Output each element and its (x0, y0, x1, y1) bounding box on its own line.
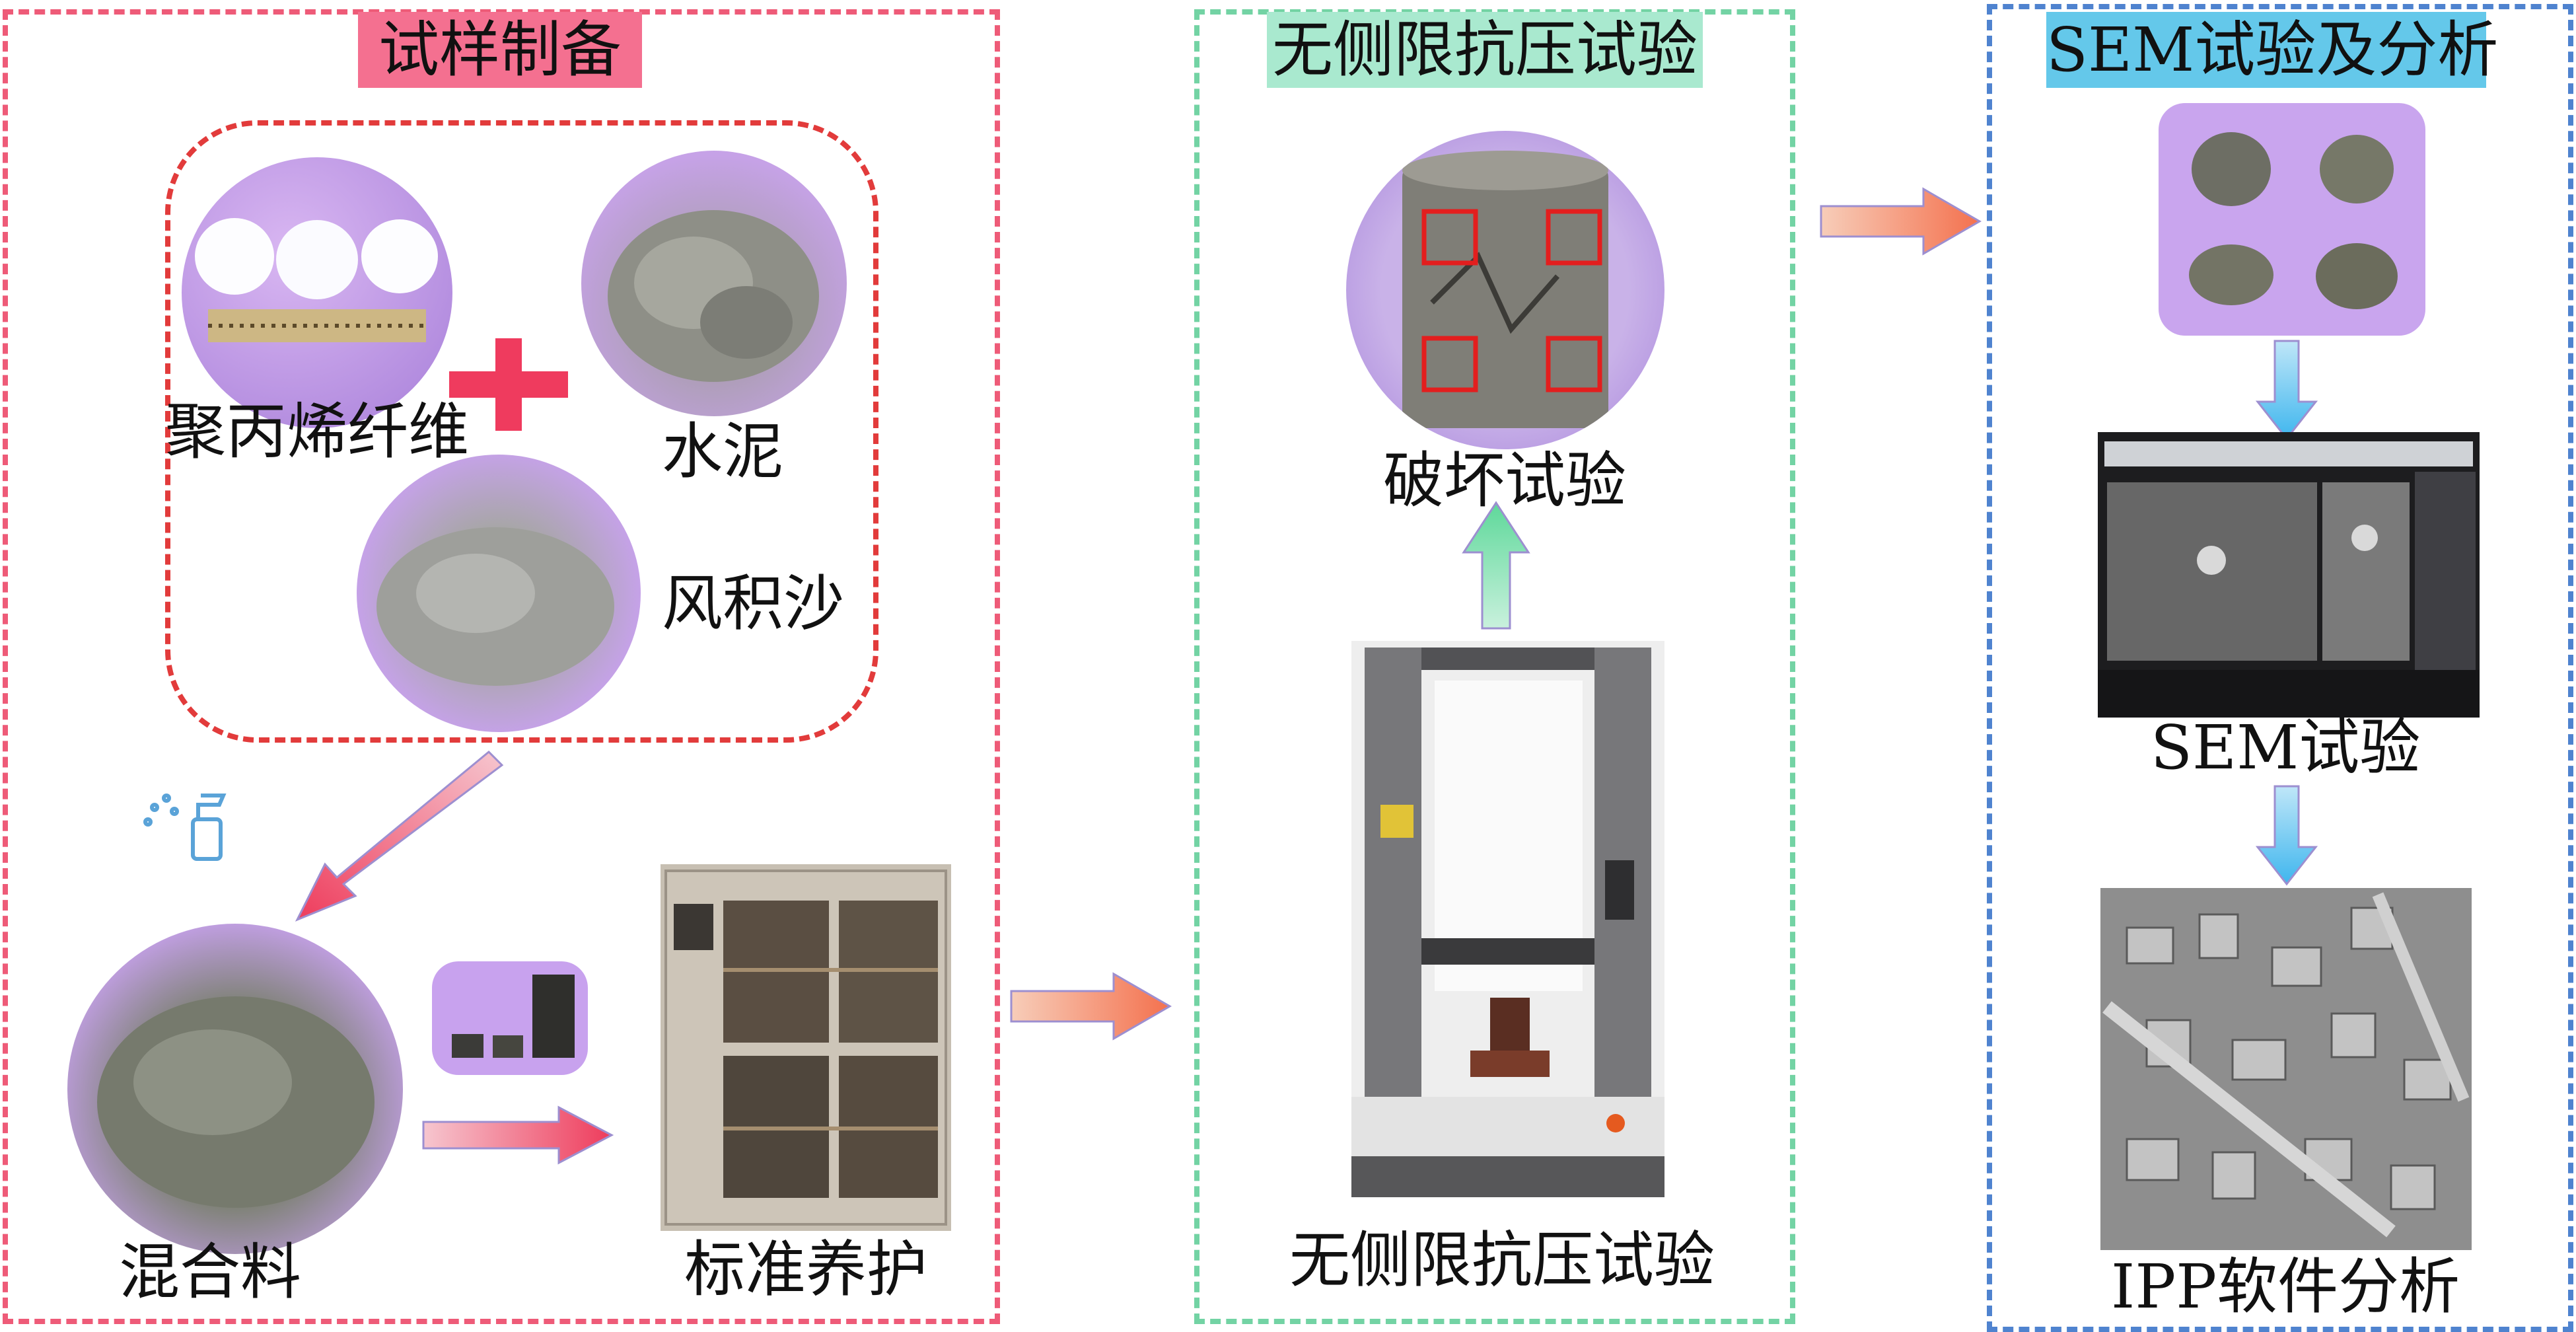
arrow-to-ucs (1008, 970, 1173, 1043)
mix-photo (67, 924, 403, 1254)
arrow-down-to-ipp (2255, 784, 2318, 887)
arrow-up-to-failure (1460, 500, 1532, 632)
spray-bottle-icon (140, 778, 239, 864)
ucs-test-title: 无侧限抗压试验 (1267, 12, 1703, 88)
sand-label: 风积沙 (662, 568, 845, 639)
mix-label: 混合料 (119, 1237, 302, 1308)
fiber-photo (182, 157, 452, 428)
ipp-analysis-label: IPP软件分析 (2111, 1251, 2460, 1322)
sem-analysis-panel (1987, 4, 2573, 1332)
ucs-machine-label: 无侧限抗压试验 (1289, 1225, 1715, 1296)
sem-test-label: SEM试验 (2151, 712, 2421, 783)
materials-group (165, 120, 878, 743)
fiber-label: 聚丙烯纤维 (165, 396, 470, 467)
cement-label: 水泥 (662, 416, 784, 487)
plus-icon (449, 338, 568, 431)
arrow-to-mix (284, 747, 509, 932)
curing-label: 标准养护 (684, 1234, 928, 1305)
sample-prep-title: 试样制备 (358, 12, 642, 88)
testing-machine-photo (1351, 641, 1664, 1197)
sem-analysis-title: SEM试验及分析 (2046, 12, 2498, 88)
arrow-down-to-sem-test (2255, 338, 2318, 441)
sem-samples-photo (2159, 103, 2425, 336)
arrow-to-curing (420, 1102, 618, 1168)
sand-photo (357, 455, 641, 732)
sem-micrograph (2100, 888, 2472, 1250)
failed-specimen-photo (1346, 131, 1664, 449)
sem-screen-photo (2098, 432, 2480, 718)
arrow-to-sem (1818, 185, 1983, 258)
curing-cabinet-photo (661, 864, 951, 1231)
failure-test-label: 破坏试验 (1383, 445, 1627, 516)
cement-photo (581, 151, 847, 416)
curing-samples-photo (432, 961, 588, 1075)
